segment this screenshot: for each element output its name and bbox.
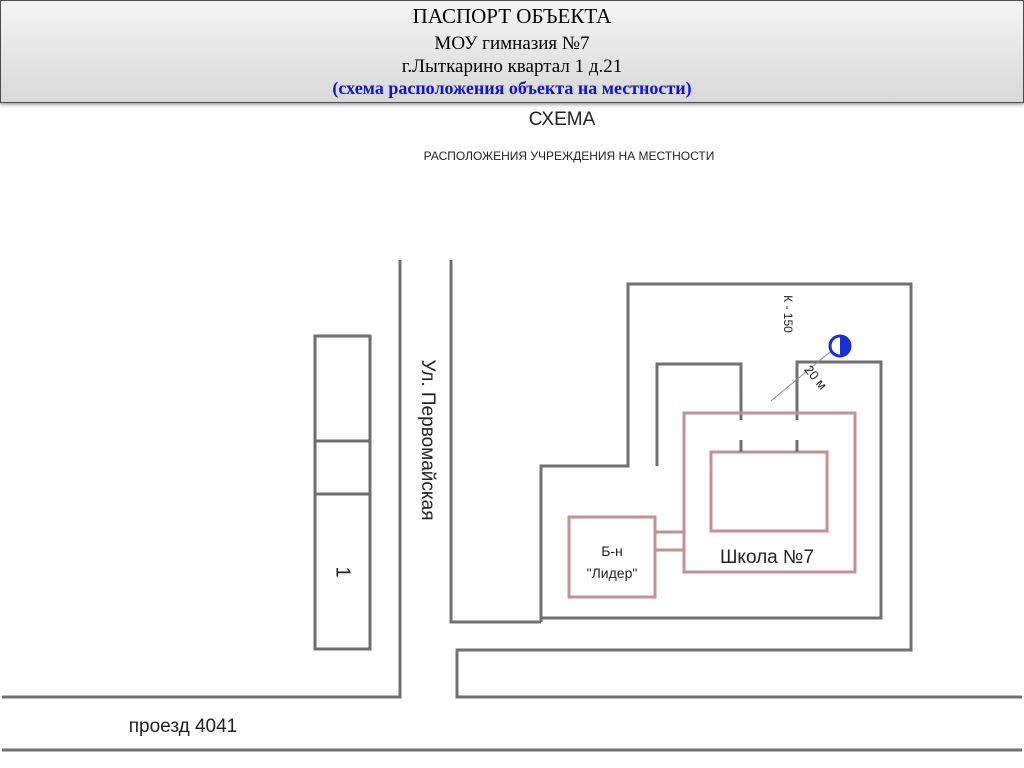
location-scheme-map: СХЕМА РАСПОЛОЖЕНИЯ УЧРЕЖДЕНИЯ НА МЕСТНОС… (2, 109, 1022, 752)
street-label: Ул. Первомайская (417, 359, 438, 520)
shop-lider-outline (567, 515, 657, 599)
street-east-edge (449, 260, 541, 624)
road-label: проезд 4041 (129, 716, 238, 737)
shop-label-line1: Б-н (601, 543, 623, 559)
institution-address: г.Лыткарино квартал 1 д.21 (401, 56, 623, 77)
school-entrances (739, 440, 799, 452)
inner-yard-line-2 (655, 362, 743, 466)
passport-title: ПАСПОРТ ОБЪЕКТА (412, 4, 612, 28)
street-west-edge (2, 260, 402, 699)
inner-yard-line (541, 360, 883, 620)
scheme-subtitle: РАСПОЛОЖЕНИЯ УЧРЕЖДЕНИЯ НА МЕСТНОСТИ (424, 149, 715, 163)
hydrant-icon (828, 334, 852, 358)
road-north-edge (455, 282, 1022, 699)
school-label: Школа №7 (720, 547, 814, 568)
hydrant-label: К - 150 (781, 295, 795, 333)
school-building (655, 411, 857, 574)
passport-header: ПАСПОРТ ОБЪЕКТА МОУ гимназия №7 г.Лыткар… (0, 0, 1024, 103)
shop-label-line2: "Лидер" (587, 565, 638, 581)
school-outline (682, 411, 857, 574)
passport-subtitle: (схема расположения объекта на местности… (332, 78, 692, 98)
scheme-title: СХЕМА (529, 109, 596, 130)
distance-label: 20 м (801, 362, 830, 392)
building-1-number: 1 (332, 566, 354, 577)
road-lines (2, 260, 1022, 752)
school-inner-courtyard (709, 450, 829, 533)
building-1 (313, 334, 372, 651)
institution-name: МОУ гимназия №7 (434, 33, 590, 54)
distance-line (770, 351, 831, 402)
